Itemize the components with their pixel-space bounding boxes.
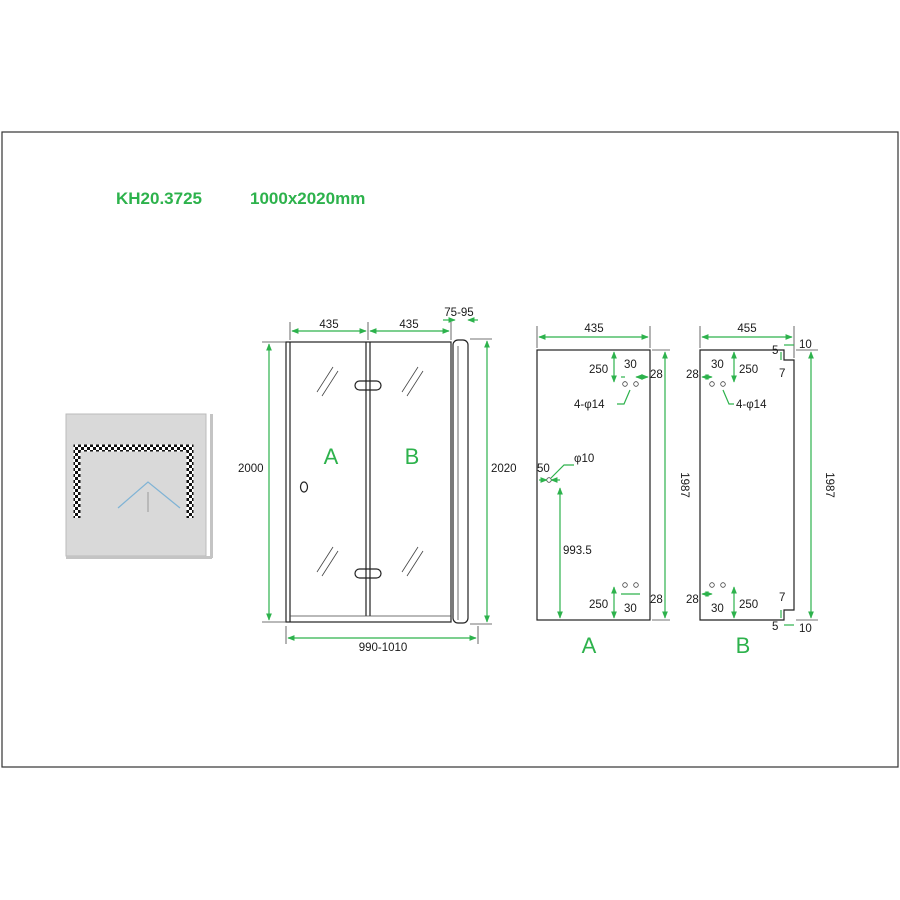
total-width-label: 990-1010	[359, 642, 408, 654]
hole-note-label: 4-φ14	[574, 399, 605, 411]
panel-b-width-label: 455	[737, 323, 756, 335]
knob-hole-label: φ10	[574, 453, 594, 465]
product-size: 1000x2020mm	[250, 189, 365, 208]
wall-outline-icon	[73, 444, 194, 518]
panel-a-width-label: 435	[319, 319, 338, 331]
door-frame	[285, 341, 452, 623]
profile-adjust-label: 75-95	[444, 307, 473, 319]
bottom-edge-label: 250	[739, 599, 758, 611]
hinge-hole	[622, 582, 628, 588]
hinge-hole	[720, 381, 726, 387]
bottom-hole-spacing-label: 30	[711, 603, 724, 615]
front-view: A B 435 435 75-95 2000 2020 990-1010	[238, 307, 517, 654]
hole-spacing-label: 30	[624, 359, 637, 371]
bottom-notch-depth-label: 10	[799, 623, 812, 635]
bottom-edge-offset-label: 28	[650, 594, 663, 606]
wall-profile	[452, 339, 469, 624]
panel-a-caption: A	[582, 633, 597, 658]
panel-a-detail: 435 1987 250 30 28 4-φ14 φ10 50 993.5 25…	[536, 323, 690, 658]
panel-a-width-label: 435	[584, 323, 603, 335]
notch-depth-label: 10	[799, 339, 812, 351]
total-height-label: 2020	[491, 463, 517, 475]
knob-edge-label: 50	[537, 463, 550, 475]
bottom-hole-offset-label: 28	[686, 594, 699, 606]
panel-a-letter: A	[324, 444, 339, 469]
bottom-notch-height-label: 7	[779, 592, 785, 604]
hinge-hole	[633, 582, 639, 588]
hinge-hole	[709, 381, 715, 387]
thumbnail-shadow-bottom	[66, 556, 212, 559]
hole-note-leader	[617, 389, 631, 405]
hole-note-label: 4-φ14	[736, 399, 767, 411]
thumbnail-shadow	[210, 414, 213, 558]
door-height-label: 2000	[238, 463, 264, 475]
hinge-hole	[633, 381, 639, 387]
model-number: KH20.3725	[116, 189, 202, 208]
hole-note-leader	[722, 389, 734, 405]
thumbnail-background	[65, 413, 207, 557]
top-view-thumbnail	[65, 413, 213, 559]
panel-b-detail: 455 1987 28 30 250 4-φ14 5 10 7 28 30 25…	[686, 323, 835, 658]
folding-door-icon	[117, 481, 181, 509]
panel-a-outline	[536, 349, 651, 621]
hole-spacing-label: 30	[711, 359, 724, 371]
panel-b-height-label: 1987	[823, 472, 835, 498]
door-knob	[299, 481, 309, 493]
hinge-edge-label: 250	[739, 364, 758, 376]
hole-offset-label: 28	[650, 369, 663, 381]
hinge-hole	[720, 582, 726, 588]
bottom-edge-label: 250	[589, 599, 608, 611]
notch-height-label: 7	[779, 368, 785, 380]
hinge-hole	[709, 582, 715, 588]
notch-width-label: 5	[772, 345, 778, 357]
top-hinge	[354, 380, 382, 391]
panel-b-caption: B	[736, 633, 751, 658]
panel-b-outline	[699, 349, 795, 621]
bottom-hinge	[354, 568, 382, 579]
hinge-edge-label: 250	[589, 364, 608, 376]
hole-offset-label: 28	[686, 369, 699, 381]
glass-reflection-icons	[316, 366, 424, 577]
hinge-hole	[622, 381, 628, 387]
knob-note-leader	[550, 464, 574, 479]
panel-b-letter: B	[405, 444, 420, 469]
panel-a-height-label: 1987	[678, 472, 690, 498]
knob-height-label: 993.5	[563, 545, 592, 557]
bottom-notch-width-label: 5	[772, 621, 778, 633]
bottom-hole-spacing-label: 30	[624, 603, 637, 615]
panel-b-width-label: 435	[399, 319, 418, 331]
